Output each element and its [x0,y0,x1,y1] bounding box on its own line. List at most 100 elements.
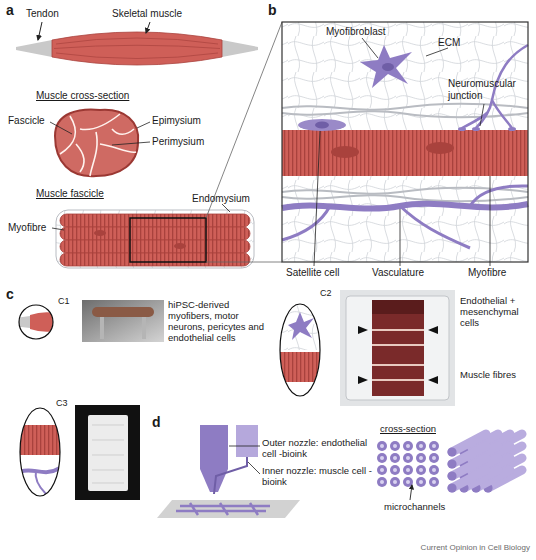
panel-letter: b [268,2,277,18]
channel-cross-section [390,453,400,463]
channel-cross-section [393,444,397,448]
leader-line [229,446,260,447]
photo-caption: Muscle fibres [460,370,520,381]
c2-photo [372,379,424,381]
neuromuscular-junction [508,127,516,131]
pointer-arrow [38,22,150,40]
photo-caption: Endothelial + mesenchymal cells [460,296,534,329]
c2-icon [280,304,320,396]
part-label: Outer nozzle: endothelial cell -bioink [262,438,374,460]
part-label: Myofibre [468,267,506,279]
channel-cross-section [393,468,397,472]
c2-icon [280,352,320,382]
channel-cross-section [390,477,400,487]
panel-frame [282,22,528,262]
satellite-cell [298,119,346,131]
channel-3d-stack [447,483,456,492]
c1-photo [142,317,146,339]
section-title: Muscle fascicle [36,188,104,200]
tissue-zoom-panel [282,195,528,201]
zoom-box [130,218,206,262]
section-title: Muscle cross-section [36,90,129,102]
skeletal-muscle [16,32,258,65]
channel-cross-section [419,468,423,472]
c2-photo [428,326,438,384]
vasculature [282,204,528,209]
photo-id: C3 [56,398,68,408]
leader-line [314,38,490,266]
channel-cross-section [403,453,413,463]
part-label: Neuromuscular junction [448,78,526,101]
leader-line [50,122,72,134]
channel-cross-section [432,444,436,448]
c2-icon [288,312,314,340]
leader-line [490,176,491,266]
leader-line [229,446,260,474]
muscle-fascicle [60,253,250,266]
c1-photo [92,307,154,317]
channel-cross-section [403,441,413,451]
channel-cross-section [432,456,436,460]
leader-line [248,462,260,474]
tissue-zoom-panel [282,22,528,262]
channel-cross-section [390,465,400,475]
leader-line [400,209,401,266]
tissue-zoom-panel [282,22,528,262]
c1-photo [82,300,164,342]
c2-icon [280,304,320,396]
channel-cross-section [416,477,426,487]
channel-3d-stack [452,470,486,488]
channel-cross-section [416,441,426,451]
part-label: Perimysium [152,136,204,148]
channel-3d-stack [447,471,456,480]
c3-icon [20,408,60,496]
pointer-arrow [410,485,412,500]
channel-cross-section [419,444,423,448]
channel-cross-section [377,465,387,475]
myofibroblast-cell [360,45,412,88]
photo-id: C2 [320,288,332,298]
tissue-zoom-panel [282,22,528,262]
channel-cross-section [406,456,410,460]
channel-cross-section [380,444,384,448]
zoom-box [206,22,282,218]
c2-photo [372,300,424,314]
channel-cross-section [416,465,426,475]
leader-line [52,228,64,230]
muscle-cross-section [55,110,138,177]
channel-cross-section [377,441,387,451]
leader-line [112,142,150,145]
tissue-zoom-panel [282,111,528,117]
bioprinter-nozzle [157,500,300,518]
muscle-fascicle [60,214,250,227]
photo-id: C1 [58,296,70,306]
channel-cross-section [406,480,410,484]
c1-icon [14,305,60,339]
channel-cross-section [432,480,436,484]
pointer-arrow [146,22,150,33]
c3-photo [75,405,140,500]
channel-cross-section [403,465,413,475]
panel-letter: d [152,414,161,430]
c3-icon [20,425,60,455]
part-label: Inner nozzle: muscle cell -bioink [262,466,374,488]
channel-3d-stack [447,459,456,468]
channel-cross-section [429,441,439,451]
channel-cross-section [419,480,423,484]
part-label: Epimysium [152,115,201,127]
myofibroblast-cell [382,63,394,71]
c2-photo [358,326,368,384]
part-label: Tendon [26,8,59,20]
zoom-box [130,22,282,262]
c1-photo [100,317,104,339]
part-label: Fascicle [8,115,45,127]
c2-photo [372,300,424,396]
channel-cross-section [393,456,397,460]
section-title: cross-section [380,424,436,435]
c1-icon [19,305,53,339]
c1-icon [30,312,60,332]
channel-3d-stack [447,447,456,456]
channel-cross-section [393,480,397,484]
channel-cross-section [380,468,384,472]
bioprinter-nozzle [200,425,228,469]
